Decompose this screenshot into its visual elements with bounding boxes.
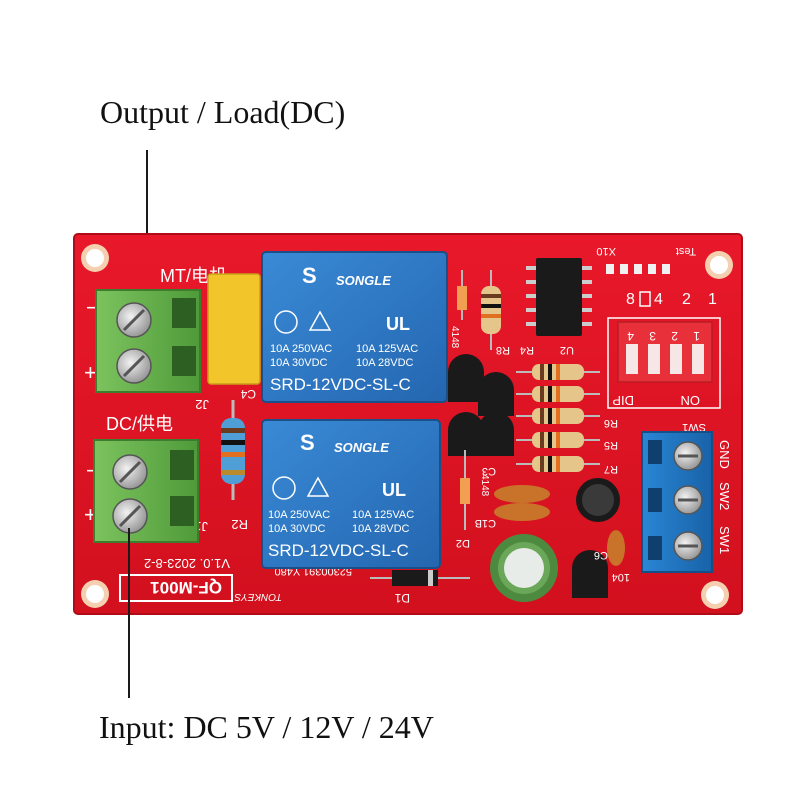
input-leader-line xyxy=(128,528,130,698)
relay-rating: 10A 125VAC xyxy=(352,509,414,521)
relay-rating: 10A 28VDC xyxy=(352,523,410,535)
c1-ref: C1B xyxy=(475,517,496,529)
dip-number: 2 xyxy=(671,329,678,343)
sw1-ref: SW1 xyxy=(682,421,706,433)
resistor-r2 xyxy=(221,400,245,500)
u2-ref: U2 xyxy=(560,344,574,356)
songle-logo-icon: S xyxy=(300,430,315,455)
c6-ref: C6 xyxy=(594,549,608,561)
c4-ref: C4 xyxy=(240,387,256,401)
c3-ref: C3 xyxy=(482,465,496,477)
r7-ref: R7 xyxy=(604,463,618,475)
j2-ref: J2 xyxy=(195,397,209,412)
dip-weight-1: 1 xyxy=(708,291,717,308)
resistor-bank xyxy=(516,364,600,472)
relay-rating: 10A 30VDC xyxy=(268,523,326,535)
j1-silk-title: DC/供电 xyxy=(106,414,173,434)
r5-ref: R5 xyxy=(604,439,618,451)
diode-d1 xyxy=(370,570,470,586)
transistor xyxy=(448,354,608,598)
d2-ref: D2 xyxy=(456,537,470,549)
relay-rating: 10A 30VDC xyxy=(270,357,328,369)
ul-logo-icon: UL xyxy=(382,480,406,500)
ceramic-capacitor xyxy=(494,485,625,566)
gnd-label: GND xyxy=(717,440,732,469)
relay-bottom: SONGLE S UL 10A 250VAC 10A 125VAC 10A 30… xyxy=(261,419,441,569)
terminal-block-j1 xyxy=(93,439,199,543)
cap104-ref: 104 xyxy=(612,571,630,583)
dip-number: 4 xyxy=(627,329,634,343)
terminal-block-j2 xyxy=(95,289,201,393)
r6-ref: R6 xyxy=(604,417,618,429)
r4-ref: R4 xyxy=(520,344,534,356)
terminal-block-sw xyxy=(641,431,713,573)
relay-brand: SONGLE xyxy=(334,440,389,455)
test-pads xyxy=(606,264,670,274)
dip-select-box xyxy=(639,291,651,307)
input-voltage-label: Input: DC 5V / 12V / 24V xyxy=(99,709,434,745)
dip-switch[interactable]: 4 3 2 1 xyxy=(607,317,721,409)
output-load-label: Output / Load(DC) xyxy=(100,94,346,130)
x10-label: X10 xyxy=(596,245,616,257)
d2-code: 4148 xyxy=(479,474,490,497)
relay-model: SRD-12VDC-SL-C xyxy=(268,541,409,560)
dip-weight-4: 4 xyxy=(654,291,663,308)
dip-label: DIP xyxy=(612,393,634,408)
relay-rating: 10A 250VAC xyxy=(268,509,330,521)
warning-triangle-icon xyxy=(306,476,330,497)
dip-toggle[interactable] xyxy=(626,344,638,374)
relay-rating: 10A 250VAC xyxy=(270,343,332,355)
relay-top: SONGLE S UL 10A 250VAC 10A 125VAC 10A 30… xyxy=(261,251,448,403)
relay-brand: SONGLE xyxy=(336,273,391,288)
r2-ref: R2 xyxy=(231,517,248,532)
test-label: Test xyxy=(676,245,696,257)
relay-model: SRD-12VDC-SL-C xyxy=(270,375,411,394)
version-text: V1.0. 2023-8-2 xyxy=(144,556,230,571)
dip-number: 3 xyxy=(649,329,656,343)
warning-triangle-icon xyxy=(308,310,332,331)
diode-d3 xyxy=(457,270,467,320)
ic-chip-u2 xyxy=(526,258,592,336)
mounting-hole-icon xyxy=(81,244,733,609)
plus-sign: + xyxy=(84,360,97,385)
dip-toggle[interactable] xyxy=(670,344,682,374)
ul-logo-icon: UL xyxy=(386,314,410,334)
relay-rating: 10A 125VAC xyxy=(356,343,418,355)
relay-rating: 10A 28VDC xyxy=(356,357,414,369)
on-label: ON xyxy=(681,393,701,408)
r8-ref: R8 xyxy=(496,344,510,356)
yellow-film-capacitor xyxy=(207,273,261,385)
model-label: QF-M001 xyxy=(119,574,233,602)
electrolytic-capacitor xyxy=(490,478,620,602)
cqc-logo-icon xyxy=(274,310,298,334)
dip-weight-2: 2 xyxy=(682,291,691,308)
dip-weight-8: 8 xyxy=(626,291,635,308)
dip-toggle[interactable] xyxy=(692,344,704,374)
output-leader-line xyxy=(146,150,148,292)
diode-d2 xyxy=(460,450,470,530)
d1-ref: D1 xyxy=(394,591,410,605)
dip-toggle[interactable] xyxy=(648,344,660,374)
model-text: QF-M001 xyxy=(150,578,222,597)
brand-text: TONKEYS xyxy=(234,591,282,602)
cqc-logo-icon xyxy=(272,476,296,500)
d3-code: 4148 xyxy=(449,326,460,349)
songle-logo-icon: S xyxy=(302,263,317,288)
sw1-label: SW1 xyxy=(717,526,732,554)
sw2-label: SW2 xyxy=(717,482,732,510)
dip-number: 1 xyxy=(693,329,700,343)
resistor-r8 xyxy=(481,270,501,350)
